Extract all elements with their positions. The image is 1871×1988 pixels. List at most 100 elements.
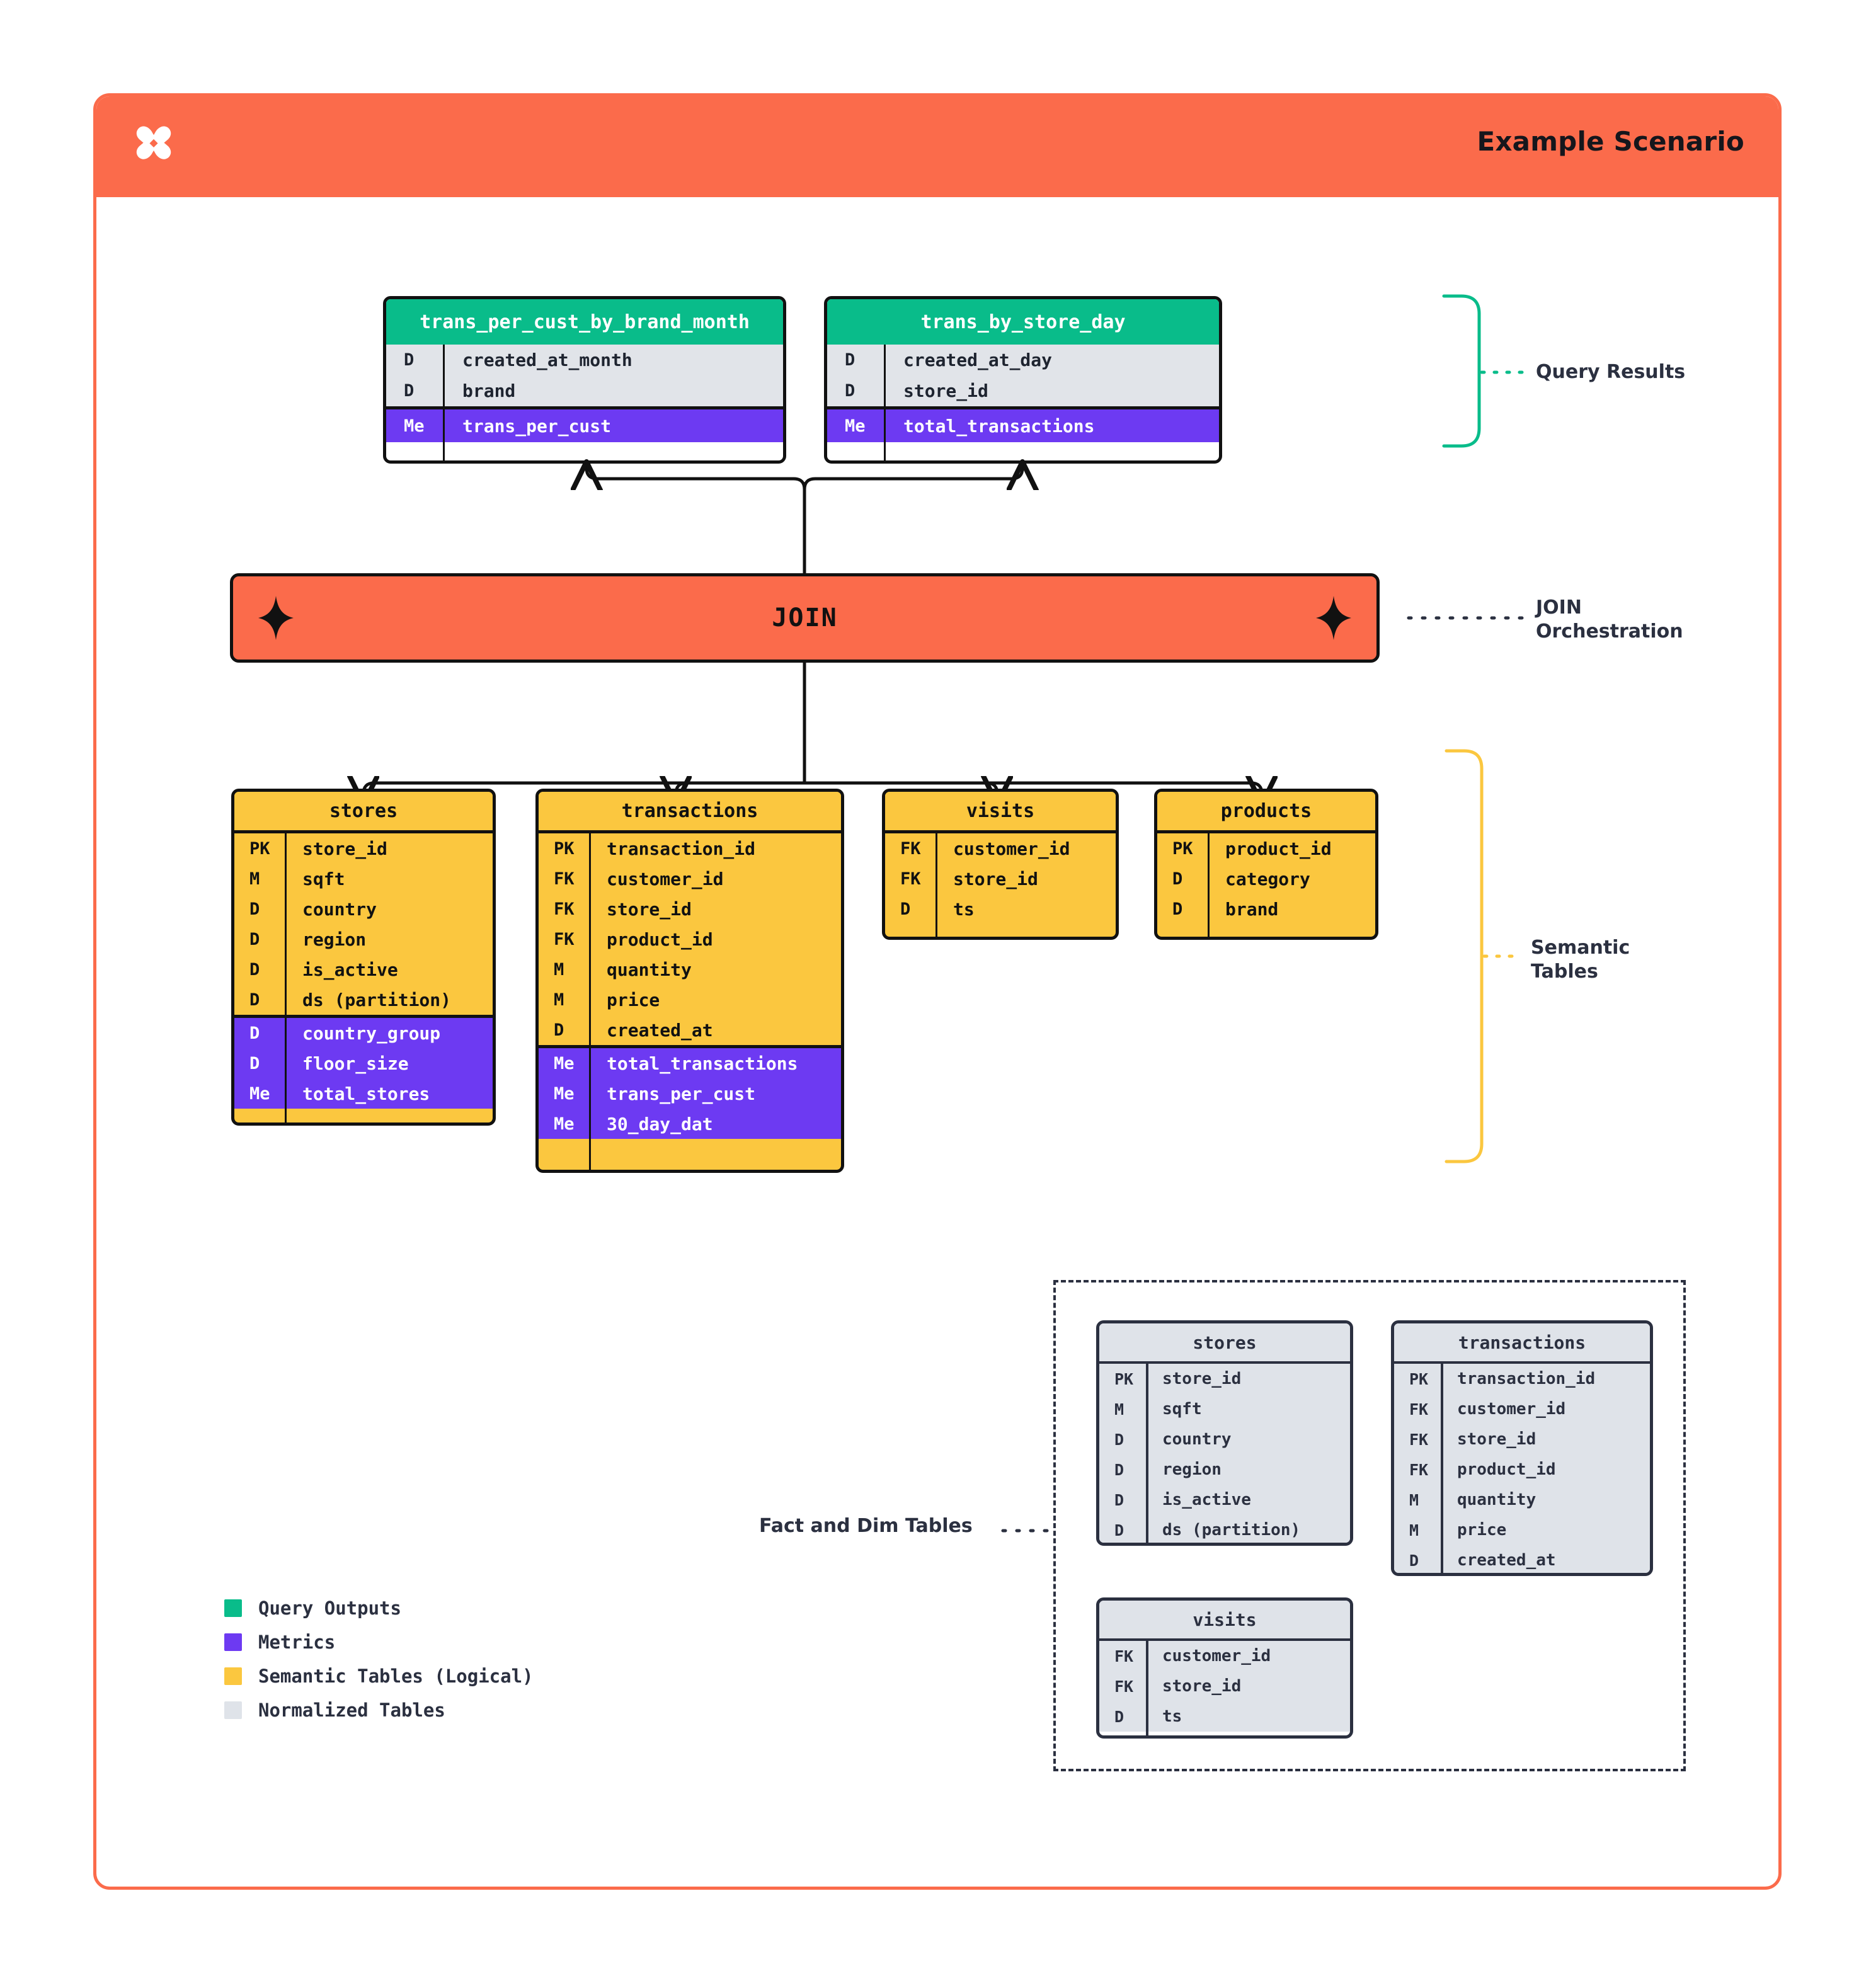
row-field: store_id	[302, 838, 387, 859]
row-field: transaction_id	[1457, 1369, 1596, 1388]
join-orchestration-bar[interactable]: JOIN	[230, 573, 1380, 663]
row-tag: FK	[554, 869, 575, 889]
row-field: created_at	[1457, 1551, 1556, 1570]
x-star-logo-icon	[128, 122, 180, 173]
row-tag: PK	[554, 838, 575, 859]
row-tag: M	[554, 959, 564, 980]
table-row: D country	[1099, 1424, 1350, 1454]
row-field: store_id	[1457, 1430, 1536, 1449]
row-field: is_active	[302, 959, 398, 980]
fact-dim-group-box	[1053, 1280, 1686, 1771]
row-field: store_id	[1162, 1369, 1242, 1388]
table-header: products	[1157, 792, 1375, 833]
table-row: M price	[1394, 1515, 1650, 1545]
normalized-table-transactions[interactable]: transactions PK transaction_id FK custom…	[1391, 1320, 1653, 1576]
row-tag: FK	[1409, 1400, 1429, 1419]
page-title: Example Scenario	[1477, 126, 1744, 157]
row-field: country_group	[302, 1022, 441, 1044]
table-row: PK store_id	[1099, 1364, 1350, 1394]
semantic-table-stores[interactable]: stores PK store_id M sqft D country D re…	[231, 789, 496, 1126]
legend-item: Semantic Tables (Logical)	[224, 1659, 534, 1693]
table-row: PK transaction_id	[539, 833, 841, 864]
table-row: PK product_id	[1157, 833, 1375, 864]
row-tag: FK	[554, 899, 575, 919]
legend-swatch-normalized-tables	[224, 1701, 242, 1719]
row-tag: M	[1114, 1400, 1124, 1419]
table-row: D ds (partition)	[1099, 1515, 1350, 1543]
row-tag: D	[249, 1023, 260, 1043]
column-divider	[589, 833, 591, 1170]
row-tag: D	[1172, 869, 1183, 889]
table-header: transactions	[1394, 1323, 1650, 1364]
row-field: created_at	[607, 1019, 713, 1041]
legend-label: Normalized Tables	[258, 1700, 445, 1721]
table-row: D created_at_month	[386, 345, 783, 375]
legend-label: Metrics	[258, 1631, 336, 1653]
row-field: region	[1162, 1460, 1222, 1479]
row-field: product_id	[607, 928, 713, 950]
row-tag: D	[249, 929, 260, 949]
legend: Query Outputs Metrics Semantic Tables (L…	[224, 1591, 534, 1727]
table-row: FK customer_id	[1394, 1394, 1650, 1424]
row-field: country	[302, 898, 377, 920]
sparkle-icon	[258, 596, 294, 640]
table-header: visits	[885, 792, 1116, 833]
table-row: D store_id	[827, 375, 1219, 406]
table-row: FK store_id	[1394, 1424, 1650, 1454]
semantic-table-products[interactable]: products PK product_id D category D bran…	[1154, 789, 1378, 940]
table-row: D ts	[885, 894, 1116, 924]
table-row-metric: Me total_transactions	[539, 1048, 841, 1078]
query-result-table[interactable]: trans_per_cust_by_brand_month D created_…	[383, 296, 786, 464]
row-field: floor_size	[302, 1053, 409, 1074]
table-row: D is_active	[1099, 1485, 1350, 1515]
semantic-table-visits[interactable]: visits FK customer_id FK store_id D ts	[882, 789, 1119, 940]
row-field: ts	[1162, 1707, 1182, 1726]
column-divider	[884, 345, 886, 460]
table-row-metric: Me trans_per_cust	[539, 1078, 841, 1109]
row-tag: M	[1409, 1521, 1419, 1540]
query-result-table[interactable]: trans_by_store_day D created_at_day D st…	[824, 296, 1222, 464]
row-tag: FK	[900, 838, 921, 859]
row-tag: Me	[554, 1053, 575, 1073]
sparkle-icon	[1316, 596, 1351, 640]
table-row: M sqft	[1099, 1394, 1350, 1424]
row-tag: D	[249, 990, 260, 1010]
row-field: country	[1162, 1430, 1232, 1449]
row-field: brand	[1225, 898, 1279, 920]
table-row: D ds (partition)	[234, 985, 493, 1015]
row-tag: Me	[845, 416, 866, 436]
table-header: transactions	[539, 792, 841, 833]
row-field: price	[1457, 1521, 1507, 1540]
row-tag: D	[249, 959, 260, 980]
row-tag: Me	[554, 1083, 575, 1104]
table-header: stores	[234, 792, 493, 833]
table-row: D is_active	[234, 954, 493, 985]
row-tag: PK	[1172, 838, 1193, 859]
table-row: D region	[234, 924, 493, 954]
row-field: ds (partition)	[302, 989, 452, 1010]
row-field: store_id	[1162, 1677, 1242, 1696]
table-row: FK product_id	[1394, 1454, 1650, 1485]
legend-swatch-metrics	[224, 1633, 242, 1651]
legend-item: Metrics	[224, 1625, 534, 1659]
row-tag: D	[404, 381, 415, 401]
row-field: store_id	[903, 380, 988, 401]
table-row: PK store_id	[234, 833, 493, 864]
table-row-metric: Me total_transactions	[827, 409, 1219, 442]
normalized-table-stores[interactable]: stores PK store_id M sqft D country D re…	[1096, 1320, 1353, 1546]
table-row: FK store_id	[885, 864, 1116, 894]
row-tag: D	[900, 899, 911, 919]
semantic-table-transactions[interactable]: transactions PK transaction_id FK custom…	[535, 789, 844, 1173]
row-field: trans_per_cust	[607, 1083, 756, 1104]
row-field: product_id	[1457, 1460, 1556, 1479]
row-field: store_id	[953, 868, 1038, 889]
column-divider	[285, 833, 287, 1123]
row-tag: PK	[1114, 1369, 1134, 1388]
row-tag: D	[1114, 1430, 1124, 1449]
normalized-table-visits[interactable]: visits FK customer_id FK store_id D ts	[1096, 1597, 1353, 1739]
row-tag: D	[845, 350, 855, 370]
fact-dim-tables-label: Fact and Dim Tables	[759, 1515, 973, 1537]
row-tag: D	[1114, 1460, 1124, 1479]
row-tag: D	[1409, 1551, 1419, 1570]
